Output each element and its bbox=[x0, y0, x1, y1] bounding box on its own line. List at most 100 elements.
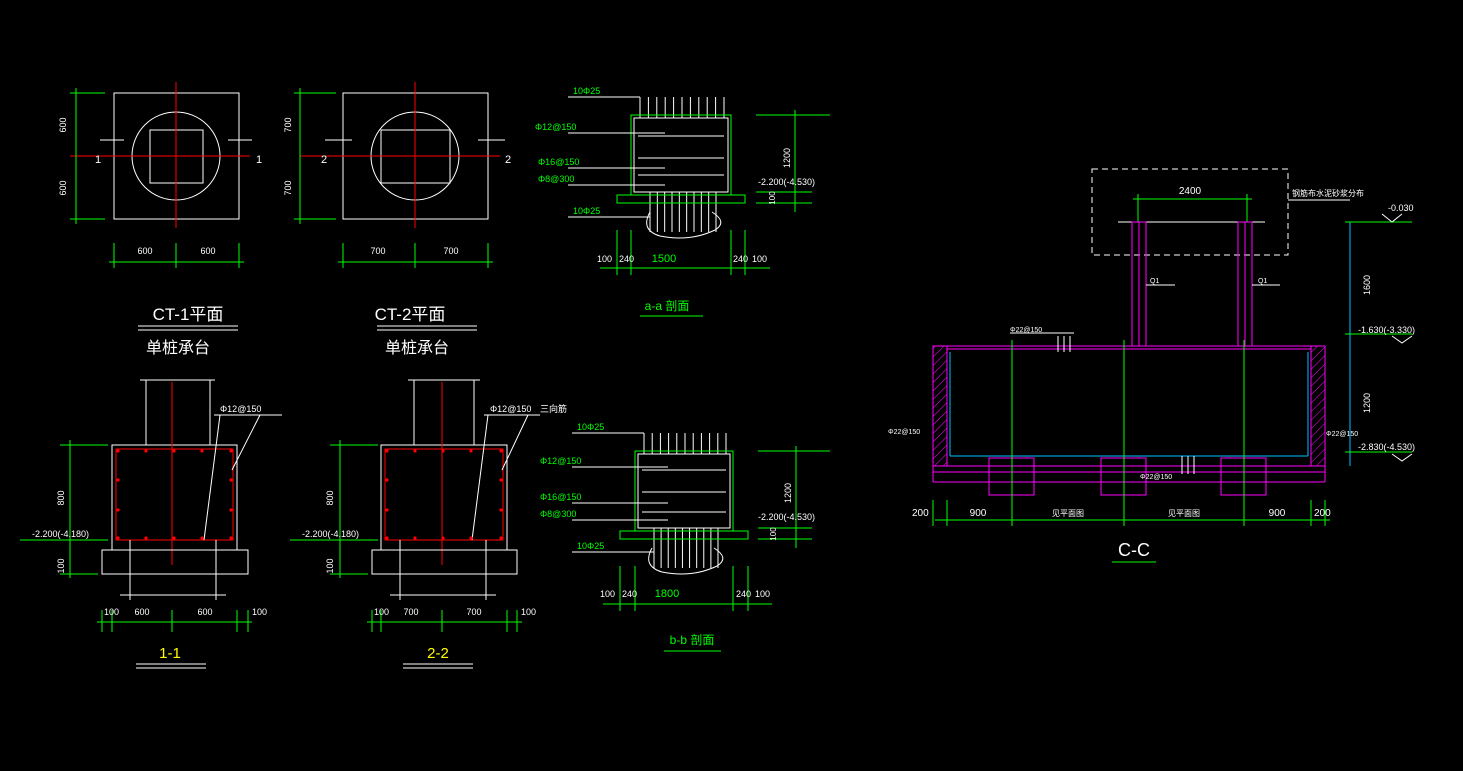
aa-elev: -2.200(-4.530) bbox=[758, 177, 815, 187]
aa-dim-d: 240 bbox=[733, 254, 748, 264]
bb-rebar-1: Φ12@150 bbox=[540, 456, 581, 466]
section-b-b: 10Φ25 Φ12@150 Φ16@150 Φ8@300 10Φ25 1200 … bbox=[540, 422, 830, 652]
rebar-dot bbox=[144, 536, 148, 540]
s22-extra: 三向筋 bbox=[540, 403, 567, 414]
aa-dim-b: 240 bbox=[619, 254, 634, 264]
s22-elev: -2.200(-4.180) bbox=[302, 529, 359, 539]
cc-top-dim: 2400 bbox=[1179, 186, 1202, 197]
bb-dim-a: 100 bbox=[600, 589, 615, 599]
s22-dim-a: 100 bbox=[374, 607, 389, 617]
bb-dim-d: 240 bbox=[736, 589, 751, 599]
aa-rebar-1: Φ12@150 bbox=[535, 122, 576, 132]
ct2-plan: 700 700 700 700 2 2 CT-2平面 单桩承台 bbox=[283, 82, 511, 357]
cc-dim-d: 见平面图 bbox=[1168, 509, 1200, 518]
s22-thick: 100 bbox=[325, 558, 335, 573]
s11-thick: 100 bbox=[56, 558, 66, 573]
bb-bot-bar: 10Φ25 bbox=[577, 541, 604, 551]
aa-top-bar: 10Φ25 bbox=[573, 86, 600, 96]
rebar-dot bbox=[116, 449, 120, 453]
s22-dim-b: 700 bbox=[403, 607, 418, 617]
s22-rebar: Φ12@150 bbox=[490, 404, 531, 414]
s11-dim-d: 100 bbox=[252, 607, 267, 617]
ct2-title: CT-2平面 bbox=[375, 305, 446, 324]
cc-elev-mid: -1.630(-3.330) bbox=[1358, 325, 1415, 335]
rebar-dot bbox=[499, 508, 503, 512]
cc-elev-top: -0.030 bbox=[1388, 203, 1414, 213]
rebar-dot bbox=[116, 478, 120, 482]
aa-dim-a: 100 bbox=[597, 254, 612, 264]
s11-dim-b: 600 bbox=[134, 607, 149, 617]
rebar-dot bbox=[469, 536, 473, 540]
bb-rebar-3: Φ8@300 bbox=[540, 509, 576, 519]
ct1-dim-v1: 600 bbox=[58, 117, 68, 132]
s11-dim-c: 600 bbox=[197, 607, 212, 617]
cc-dim-f: 200 bbox=[1314, 508, 1331, 519]
cc-dim-b: 900 bbox=[970, 508, 987, 519]
rebar-dot bbox=[144, 449, 148, 453]
bb-label: b-b 剖面 bbox=[670, 633, 715, 647]
rebar-dot bbox=[172, 449, 176, 453]
rebar-dot bbox=[229, 508, 233, 512]
cc-elev-bot: -2.830(-4.530) bbox=[1358, 442, 1415, 452]
rebar-dot bbox=[172, 536, 176, 540]
section-c-c: 2400 钢筋布水泥砂浆分布 -0.030 1600 -1.630(-3.330… bbox=[888, 168, 1415, 563]
rebar-dot bbox=[413, 536, 417, 540]
rebar-dot bbox=[441, 449, 445, 453]
ct1-dim-h1: 600 bbox=[137, 246, 152, 256]
s11-elev: -2.200(-4.180) bbox=[32, 529, 89, 539]
cc-note: 钢筋布水泥砂浆分布 bbox=[1292, 188, 1364, 198]
ct1-subtitle: 单桩承台 bbox=[146, 339, 210, 357]
rebar-dot bbox=[499, 536, 503, 540]
ct1-dim-h2: 600 bbox=[200, 246, 215, 256]
aa-dim-e: 100 bbox=[752, 254, 767, 264]
rebar-dot bbox=[385, 508, 389, 512]
cc-rebar-top: Φ22@150 bbox=[1010, 327, 1042, 334]
s11-label: 1-1 bbox=[159, 645, 181, 662]
bb-rebar-2: Φ16@150 bbox=[540, 492, 581, 502]
bb-elev: -2.200(-4.530) bbox=[758, 512, 815, 522]
rebar-dot bbox=[200, 536, 204, 540]
rebar-dot bbox=[229, 478, 233, 482]
cc-label: C-C bbox=[1118, 540, 1150, 560]
cc-dim-c: 见平面图 bbox=[1052, 509, 1084, 518]
s11-rebar: Φ12@150 bbox=[220, 404, 261, 414]
ct2-dim-h2: 700 bbox=[443, 246, 458, 256]
cc-rebar-right: Φ22@150 bbox=[1326, 431, 1358, 438]
s11-dim-a: 100 bbox=[104, 607, 119, 617]
aa-label: a-a 剖面 bbox=[645, 299, 690, 313]
bb-dim-e: 100 bbox=[755, 589, 770, 599]
cc-wall-tag-right: Q1 bbox=[1258, 278, 1267, 285]
cc-wall-tag-left: Q1 bbox=[1150, 278, 1159, 285]
cc-dim-e: 900 bbox=[1269, 508, 1286, 519]
rebar-dot bbox=[200, 449, 204, 453]
s11-height: 800 bbox=[56, 490, 66, 505]
cc-h1: 1600 bbox=[1362, 275, 1372, 295]
ct2-axis-right: 2 bbox=[505, 154, 511, 166]
s22-label: 2-2 bbox=[427, 645, 449, 662]
s22-height: 800 bbox=[325, 490, 335, 505]
rebar-dot bbox=[469, 449, 473, 453]
bb-top-bar: 10Φ25 bbox=[577, 422, 604, 432]
ct1-title: CT-1平面 bbox=[153, 305, 224, 324]
aa-thick: 100 bbox=[768, 191, 777, 205]
ct1-axis-left: 1 bbox=[95, 154, 101, 166]
rebar-dot bbox=[116, 536, 120, 540]
aa-bot-bar: 10Φ25 bbox=[573, 206, 600, 216]
rebar-dot bbox=[413, 449, 417, 453]
ct1-plan: 600 600 600 600 1 1 CT-1平面 单桩承台 bbox=[58, 82, 262, 357]
bb-height: 1200 bbox=[783, 483, 793, 503]
cc-rebar-bot: Φ22@150 bbox=[1140, 474, 1172, 481]
ct2-dim-v1: 700 bbox=[283, 117, 293, 132]
bb-thick: 100 bbox=[769, 527, 778, 541]
s22-dim-c: 700 bbox=[466, 607, 481, 617]
rebar-dot bbox=[499, 449, 503, 453]
section-1-1: Φ12@150 800 -2.200(-4.180) 100 100 600 6… bbox=[20, 379, 282, 669]
rebar-dot bbox=[229, 536, 233, 540]
bb-dim-c: 1800 bbox=[655, 588, 679, 600]
ct1-dim-v2: 600 bbox=[58, 180, 68, 195]
ct2-dim-v2: 700 bbox=[283, 180, 293, 195]
section-a-a: 10Φ25 Φ12@150 Φ16@150 Φ8@300 10Φ25 1200 … bbox=[535, 86, 830, 317]
rebar-dot bbox=[116, 508, 120, 512]
ct2-dim-h1: 700 bbox=[370, 246, 385, 256]
